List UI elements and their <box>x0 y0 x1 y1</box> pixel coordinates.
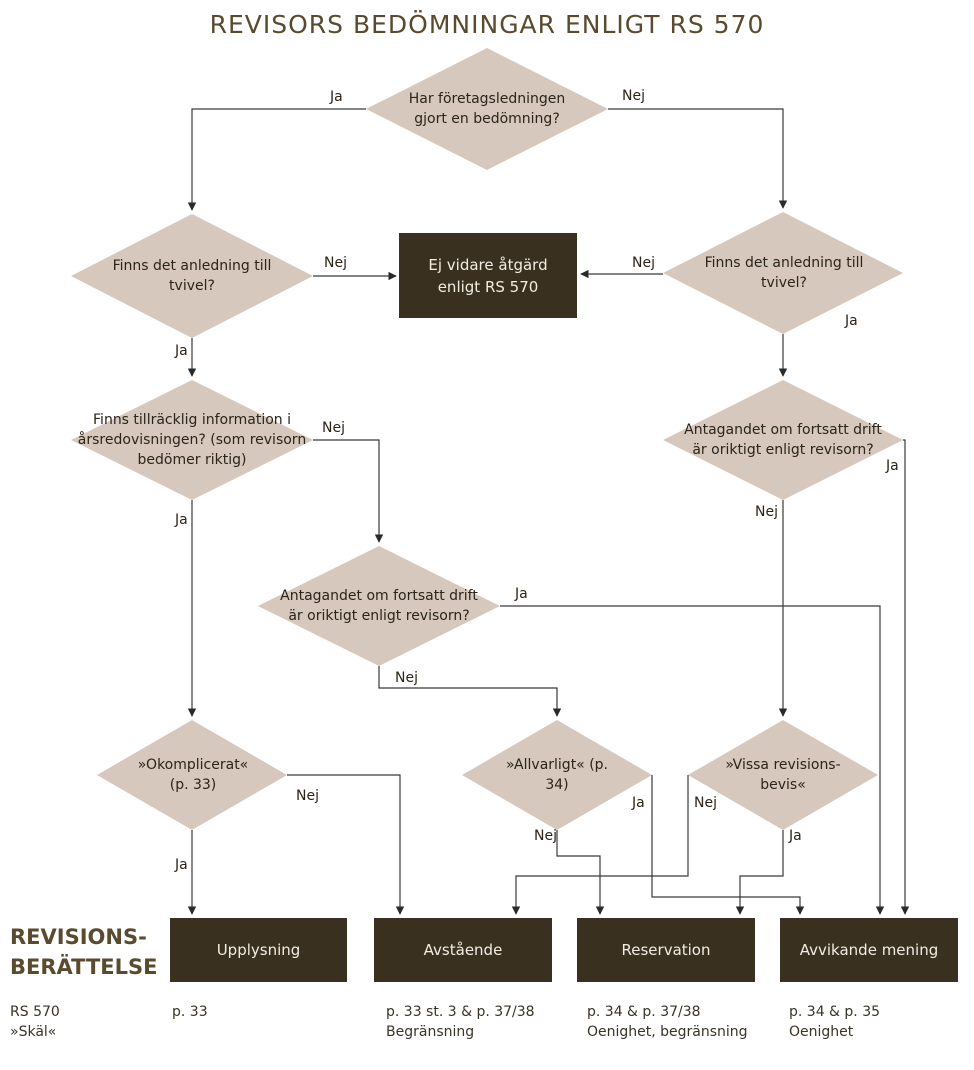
edge-d4-no <box>313 439 384 543</box>
label-d9-yes: Ja <box>789 828 802 844</box>
label-d3-yes: Ja <box>845 313 858 329</box>
diamond-d8 <box>462 720 652 830</box>
label-d2-no: Nej <box>324 255 347 271</box>
report-title: REVISIONS-BERÄTTELSE <box>10 922 160 982</box>
label-d1-no: Nej <box>622 88 645 104</box>
label-d2-yes: Ja <box>175 343 188 359</box>
node-d8-text: »Allvarligt« (p. 34) <box>505 757 608 793</box>
outcome-reason-avstaende: Begränsning <box>386 1024 475 1040</box>
node-d2-text: Finns det anledning till tvivel? <box>112 258 272 294</box>
label-d9-no: Nej <box>694 795 717 811</box>
label-d8-no: Nej <box>534 828 557 844</box>
label-d8-yes: Ja <box>632 795 645 811</box>
outcome-reason-reservation: Oenighet, begränsning <box>587 1024 748 1040</box>
label-d6-no: Nej <box>395 670 418 686</box>
box-upplysning <box>170 918 347 982</box>
box-reservation <box>577 918 755 982</box>
edge-d5-yes <box>900 439 910 915</box>
edge-d8-no <box>556 830 605 915</box>
label-d1-yes: Ja <box>330 89 343 105</box>
label-d3-no: Nej <box>632 255 655 271</box>
label-d7-yes: Ja <box>175 857 188 873</box>
label-d5-no: Nej <box>755 504 778 520</box>
diamond-d6 <box>258 546 500 666</box>
edge-d6-yes <box>500 605 885 915</box>
edge-d8-yes <box>651 775 805 915</box>
box-no-further-action-text: Ej vidare åtgärd enligt RS 570 <box>428 256 548 296</box>
node-d1-text: Har företagsledningen gjort en bedömning… <box>408 91 566 127</box>
box-avvikande-mening <box>780 918 958 982</box>
outcome-label-upplysning: Upplysning <box>216 941 301 959</box>
node-d5-text: Antagandet om fortsatt drift är oriktigt… <box>684 422 882 458</box>
page-title: REVISORS BEDÖMNINGAR ENLIGT RS 570 <box>209 10 765 39</box>
edge-d9-no <box>511 775 689 915</box>
diamond-d9 <box>688 720 878 830</box>
label-d4-yes: Ja <box>175 512 188 528</box>
row-label-rs570: RS 570 <box>10 1004 60 1020</box>
edge-d9-yes <box>735 830 784 915</box>
box-no-further-action <box>399 233 577 318</box>
row-label-skal: »Skäl« <box>10 1024 57 1040</box>
edge-d1-no <box>608 108 788 209</box>
diamond-d4 <box>71 380 313 500</box>
outcome-label-reservation: Reservation <box>621 941 711 959</box>
edge-d7-no <box>287 774 405 915</box>
node-d7-text: »Okomplicerat« (p. 33) <box>137 757 249 793</box>
outcome-ref-upplysning: p. 33 <box>172 1004 208 1020</box>
outcome-ref-avvikande: p. 34 & p. 35 <box>789 1004 881 1020</box>
label-d5-yes: Ja <box>886 458 899 474</box>
box-avstaende <box>374 918 552 982</box>
outcome-reason-avvikande: Oenighet <box>789 1024 854 1040</box>
diamond-d7 <box>97 720 287 830</box>
label-d6-yes: Ja <box>515 586 528 602</box>
diamond-d5 <box>663 380 903 500</box>
diamond-d2 <box>71 214 313 338</box>
outcome-label-avstaende: Avstående <box>423 941 503 959</box>
node-d9-text: »Vissa revisions-bevis« <box>725 757 841 793</box>
outcome-ref-reservation: p. 34 & p. 37/38 <box>587 1004 701 1020</box>
outcome-ref-avstaende: p. 33 st. 3 & p. 37/38 <box>386 1004 535 1020</box>
diamond-d1 <box>366 48 608 170</box>
edge-d6-no <box>378 666 562 717</box>
node-d4-text: Finns tillräcklig information i årsredov… <box>77 412 307 468</box>
edge-d1-yes <box>187 108 366 211</box>
report-title-text: REVISIONS-BERÄTTELSE <box>10 925 158 979</box>
outcome-label-avvikande: Avvikande mening <box>799 941 939 959</box>
node-d6-text: Antagandet om fortsatt drift är oriktigt… <box>280 588 478 624</box>
label-d7-no: Nej <box>296 788 319 804</box>
diamond-d3 <box>663 212 903 334</box>
label-d4-no: Nej <box>322 420 345 436</box>
node-d3-text: Finns det anledning till tvivel? <box>704 255 864 291</box>
